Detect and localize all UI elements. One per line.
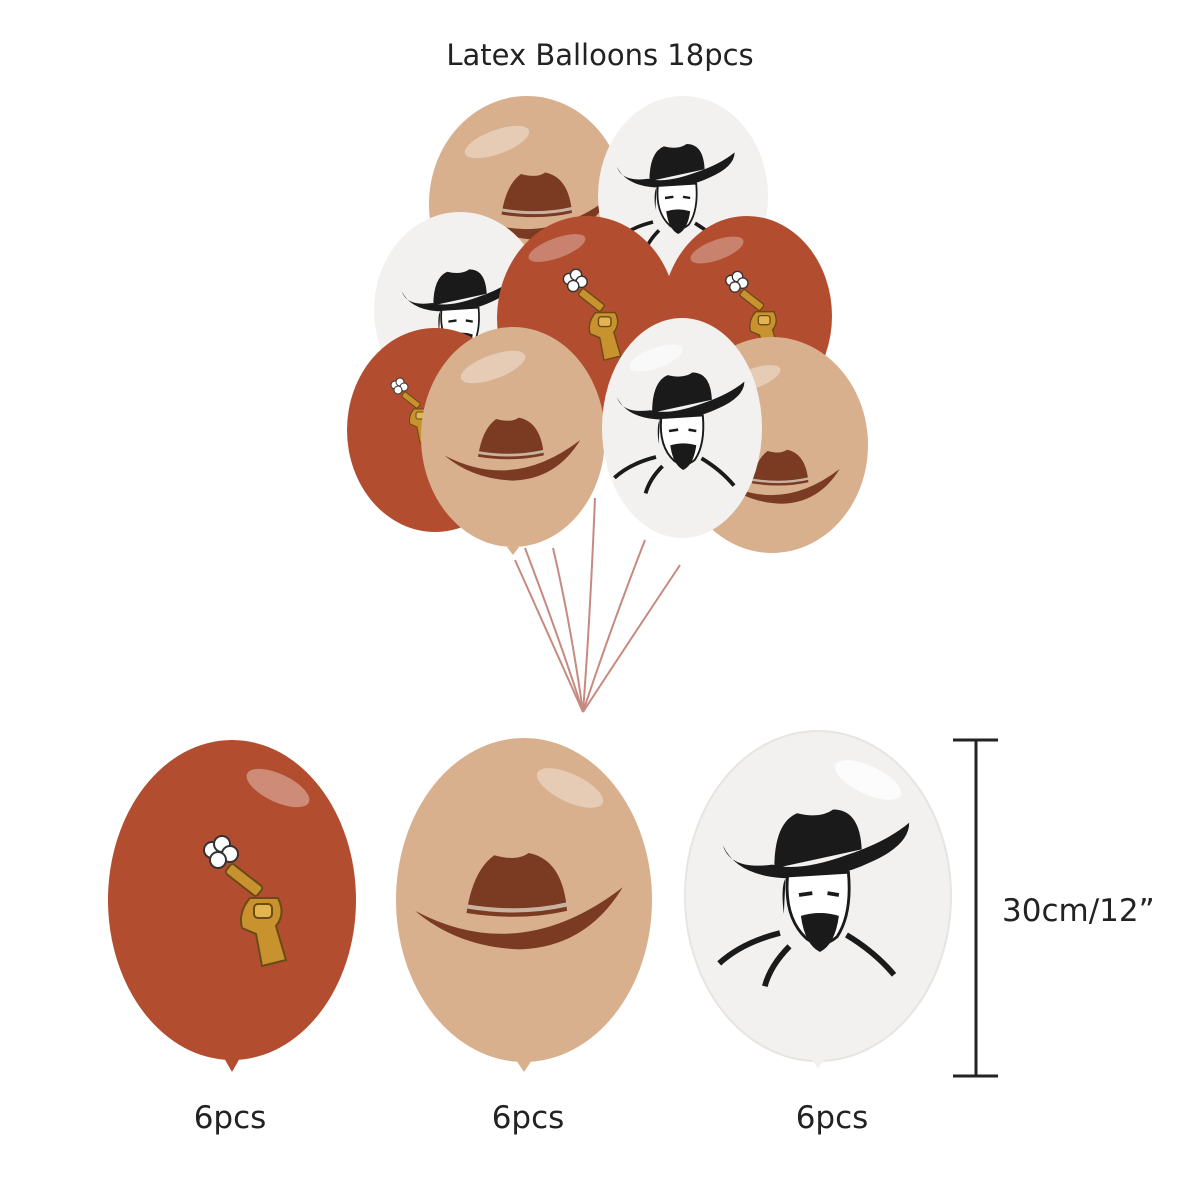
variant-balloon-gun <box>108 740 356 1072</box>
variant-balloon-hat <box>396 738 652 1072</box>
bouquet-balloon-cowboy-front <box>602 318 762 538</box>
balloon-strings <box>514 497 681 713</box>
variant-balloon-cowboy <box>684 730 952 1068</box>
balloon-size-label: 30cm/12” <box>1002 893 1155 929</box>
count-hat: 6pcs <box>491 1100 565 1136</box>
bouquet-balloon-hat-front <box>421 327 605 555</box>
count-gun: 6pcs <box>193 1100 267 1136</box>
count-cowboy: 6pcs <box>795 1100 869 1136</box>
height-dimension-marker <box>953 738 998 1078</box>
product-title: Latex Balloons 18pcs <box>446 38 754 72</box>
balloon-bouquet <box>347 96 868 555</box>
